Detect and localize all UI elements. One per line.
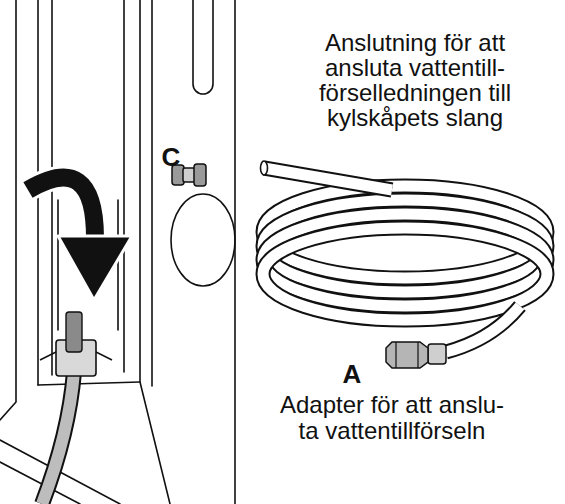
callout-letter: C <box>158 143 184 171</box>
hose-mount <box>40 312 112 504</box>
part-description: Adapter för att anslu- ta vattentillförs… <box>274 392 510 444</box>
direction-arrow <box>28 178 132 301</box>
fridge-interior <box>0 0 235 504</box>
hose-coil <box>261 161 548 352</box>
adapter-nut <box>386 342 446 368</box>
part-description: Anslutning för att ansluta vattentill- f… <box>300 30 530 130</box>
callout-letter: A <box>339 360 365 388</box>
